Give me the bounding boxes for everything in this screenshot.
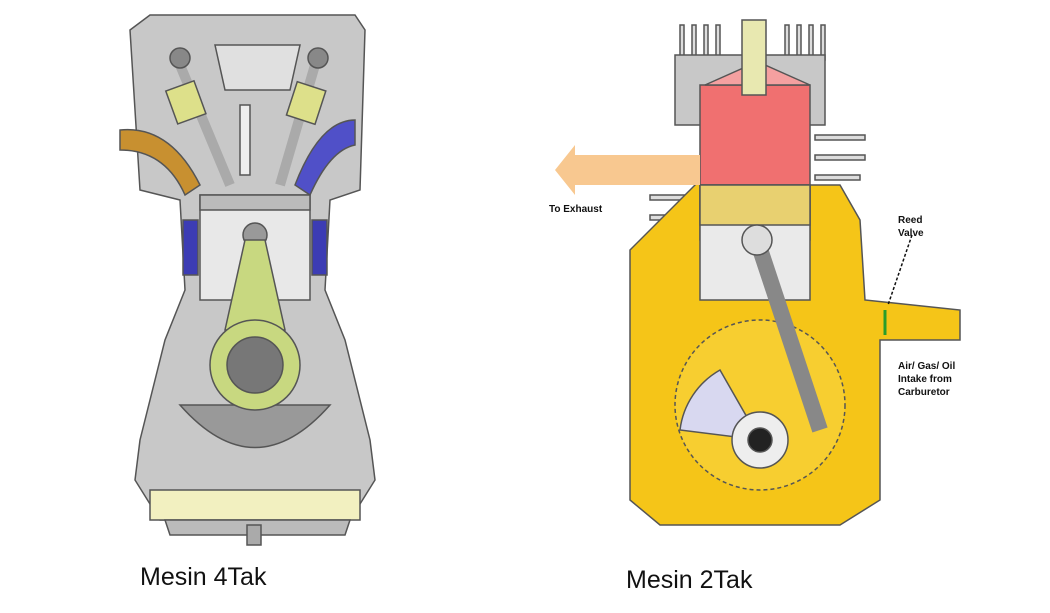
- caption-2-stroke: Mesin 2Tak: [626, 566, 753, 594]
- label-intake-line2: Intake from: [898, 374, 952, 385]
- label-reed-valve-line2: Valve: [898, 228, 924, 239]
- label-intake: Air/ Gas/ Oil Intake from Carburetor: [898, 360, 955, 399]
- label-reed-valve: Reed Valve: [898, 214, 924, 240]
- caption-4-stroke: Mesin 4Tak: [140, 563, 267, 591]
- label-intake-line1: Air/ Gas/ Oil: [898, 361, 956, 372]
- label-to-exhaust: To Exhaust: [549, 204, 603, 215]
- label-reed-valve-line1: Reed: [898, 215, 923, 226]
- label-intake-line3: Carburetor: [898, 387, 950, 398]
- two-stroke-engine: [555, 19, 961, 526]
- four-stroke-engine: [119, 14, 376, 546]
